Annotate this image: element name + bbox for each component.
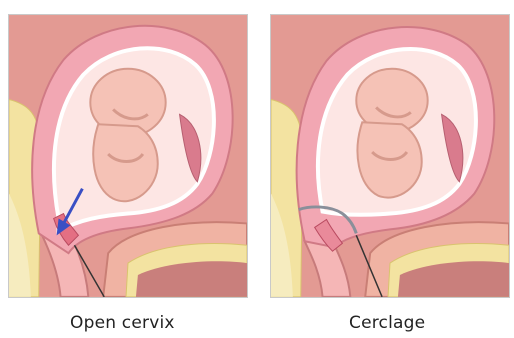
open-cervix-caption: Open cervix [70, 313, 175, 333]
cerclage-illustration [270, 14, 510, 298]
open-cervix-illustration [8, 14, 248, 298]
cerclage-caption: Cerclage [349, 313, 425, 333]
